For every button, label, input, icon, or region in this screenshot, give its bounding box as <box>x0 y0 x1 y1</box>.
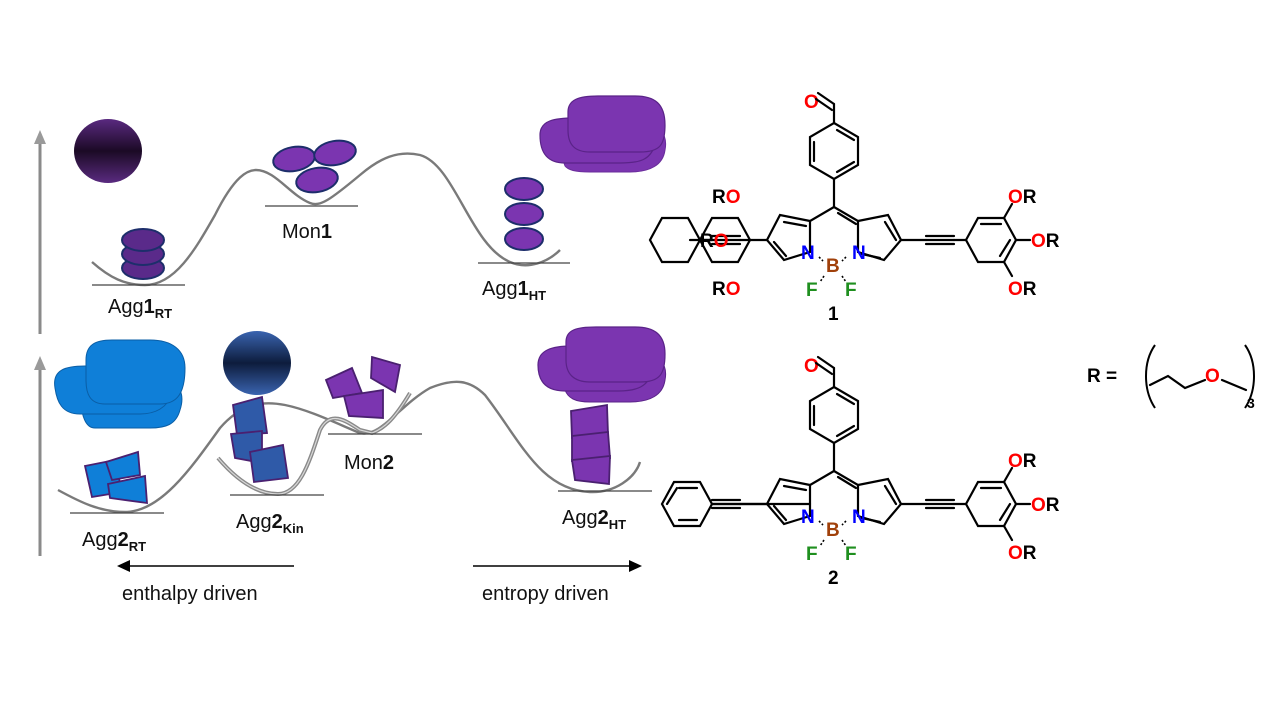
sphere-aggregate-icon <box>74 119 142 183</box>
atom-f-right-2: F <box>845 544 857 565</box>
enthalpy-label: enthalpy driven <box>122 583 258 605</box>
trialkoxyphenyl-left-ring <box>648 216 702 264</box>
substituent-ro-top-left: RO <box>712 187 741 208</box>
kinetic-trap-highlight <box>217 392 411 495</box>
substituent-or-mid-right-2: OR <box>1031 495 1060 516</box>
atom-b: B <box>826 256 840 277</box>
energy-landscape-panel: Agg1RT Mon1 Agg1HT <box>34 95 667 605</box>
substituent-or-top-right: OR <box>1008 187 1037 208</box>
atom-n-right: N <box>852 243 866 264</box>
atom-f-right: F <box>845 280 857 301</box>
structure-compound-2: O N N B F F <box>660 355 1060 589</box>
phenyl-ring-2 <box>808 385 860 445</box>
energy-curve-bottom <box>57 380 642 514</box>
kinetic-blocks-icon <box>229 395 290 483</box>
landscape-compound-2: Agg2RT Agg2Kin Mon2 Agg2HT <box>54 326 667 554</box>
r-group-definition: R = O 3 <box>1087 344 1255 411</box>
label-agg2-rt: Agg2RT <box>82 529 146 554</box>
phenyl-terminal <box>660 480 714 528</box>
trialkoxyphenyl-right-2 <box>964 466 1032 542</box>
energy-axis-top-arrowhead <box>34 130 46 144</box>
disc-stack-icon <box>121 228 165 280</box>
r-group-repeat-count: 3 <box>1247 395 1255 411</box>
label-agg1-ht: Agg1HT <box>482 278 546 303</box>
structure-compound-1: O N N B F F <box>648 91 1060 325</box>
substituent-ro-bottom-left: RO <box>712 279 741 300</box>
bodipy-core-2 <box>765 469 903 526</box>
entropy-arrow <box>473 560 642 572</box>
atom-f-left-2: F <box>806 544 818 565</box>
sphere-aggregate-blue-icon <box>223 331 291 395</box>
substituent-or-bottom-right-2: OR <box>1008 543 1037 564</box>
sheet-stack-blue-icon <box>54 339 186 429</box>
atom-o-aldehyde: O <box>804 92 819 113</box>
entropy-label: entropy driven <box>482 583 609 605</box>
enthalpy-arrow <box>117 560 294 572</box>
sheet-stack-purple-icon <box>539 95 667 173</box>
r-group-oxygen: O <box>1205 366 1220 387</box>
phenyl-ring-1 <box>808 121 860 181</box>
compound-1-label: 1 <box>828 304 839 325</box>
label-mon2: Mon2 <box>344 452 394 474</box>
substituent-ro-mid-left: RO <box>700 231 729 252</box>
monomer-blocks-icon <box>324 355 402 419</box>
atom-o-aldehyde-2: O <box>804 356 819 377</box>
substituent-or-top-right-2: OR <box>1008 451 1037 472</box>
label-agg2-ht: Agg2HT <box>562 507 626 532</box>
disc-column-icon <box>504 177 544 251</box>
trialkoxyphenyl-right-1 <box>964 202 1032 278</box>
substituent-or-mid-right: OR <box>1031 231 1060 252</box>
staggered-blocks-blue-icon <box>83 450 148 505</box>
r-equals-label: R = <box>1087 366 1117 387</box>
label-mon1: Mon1 <box>282 221 332 243</box>
energy-axis-bottom-arrowhead <box>34 356 46 370</box>
landscape-compound-1: Agg1RT Mon1 Agg1HT <box>74 95 667 321</box>
bracket-right <box>1244 344 1255 409</box>
label-agg1-rt: Agg1RT <box>108 296 172 321</box>
bodipy-core-1 <box>765 205 903 262</box>
monomer-discs-icon <box>272 139 357 194</box>
compound-2-label: 2 <box>828 568 839 589</box>
atom-f-left: F <box>806 280 818 301</box>
sheet-stack-purple-bottom-icon <box>537 326 667 403</box>
atom-b-2: B <box>826 520 840 541</box>
substituent-or-bottom-right: OR <box>1008 279 1037 300</box>
atom-n-right-2: N <box>852 507 866 528</box>
bracket-left <box>1145 344 1156 409</box>
atom-n-left-2: N <box>801 507 815 528</box>
block-column-icon <box>570 403 611 486</box>
atom-n-left: N <box>801 243 815 264</box>
label-agg2-kin: Agg2Kin <box>236 511 304 536</box>
